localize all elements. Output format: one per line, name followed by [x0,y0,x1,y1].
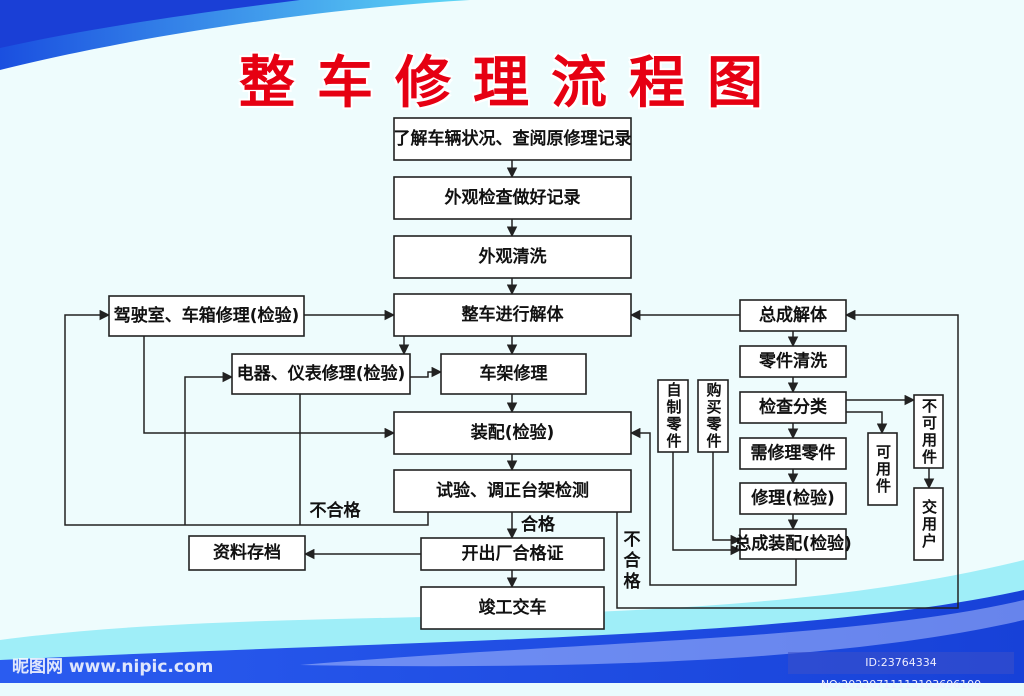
pass-label: 合格 [521,514,556,535]
connector-arrow [846,411,888,435]
node-label: 整车进行解体 [462,304,565,325]
node-v2-frame [697,379,729,453]
node-label: 外观清洗 [479,246,547,267]
node-v5: 交用户 [914,488,943,560]
node-v2: 购买零件 [698,380,728,452]
self-made-parts-label: 自制零件 [664,382,683,450]
node-n7-frame: 车架修理 [440,353,587,395]
node-box [393,117,632,161]
node-box [231,353,411,395]
node-label: 电器、仪表修理(检验) [237,363,406,384]
fail-label-right: 不合格 [624,530,642,592]
node-v5-frame [913,487,944,561]
node-box [739,528,847,560]
node-label: 装配(检验) [470,422,555,443]
node-n3-frame: 外观清洗 [393,235,632,279]
node-box [420,537,605,571]
node-r1-frame: 总成解体 [739,299,847,332]
node-v3-frame [867,432,898,506]
node-n2-frame: 外观检查做好记录 [393,176,632,220]
node-n9-frame: 试验、调正台架检测 [393,469,632,513]
node-label: 外观检查做好记录 [445,187,581,208]
node-label: 驾驶室、车箱修理(检验) [114,305,300,326]
node-box [657,379,689,453]
node-r5-frame: 修理(检验) [739,482,847,515]
node-box [739,299,847,332]
node-n12-frame: 竣工交车 [420,586,605,630]
node-label: 总成解体 [759,305,828,326]
node-box [393,176,632,220]
connector-arrow [712,452,742,546]
connector-arrow [64,309,429,526]
connector-arrow [143,336,396,439]
node-label: 零件清洗 [758,351,827,372]
node-box [420,586,605,630]
node-n5-frame: 驾驶室、车箱修理(检验) [108,295,305,337]
connector-arrow [616,309,959,609]
page-title: 整车修理流程图 [239,51,785,116]
node-label: 检查分类 [759,397,828,418]
node-box [393,469,632,513]
node-box [393,411,632,455]
node-n6-frame: 电器、仪表修理(检验) [231,353,411,395]
hand-to-user-label: 交用户 [920,498,938,550]
node-box [440,353,587,395]
node-v4-frame [913,394,944,469]
node-box [188,535,306,571]
node-box [739,391,847,424]
unusable-parts-label: 不可用件 [920,397,938,466]
connector-arrow [629,427,797,586]
node-label: 修理(检验) [750,488,835,509]
node-label: 资料存档 [213,542,281,563]
node-box [913,394,944,469]
node-n8-frame: 装配(检验) [393,411,632,455]
node-label: 车架修理 [480,363,548,384]
node-label: 竣工交车 [479,597,547,618]
usable-parts-label: 可用件 [874,443,892,495]
node-v3: 可用件 [868,433,897,505]
node-v1: 自制零件 [658,380,688,452]
node-box [393,235,632,279]
node-n4-frame: 整车进行解体 [393,293,632,337]
node-box [867,432,898,506]
node-label: 开出厂合格证 [462,543,564,564]
node-n11-frame: 资料存档 [188,535,306,571]
node-box [393,293,632,337]
node-box [913,487,944,561]
purchased-parts-label: 购买零件 [704,382,723,450]
node-v1-frame [657,379,689,453]
node-box [697,379,729,453]
node-label: 需修理零件 [751,443,836,464]
node-box [739,437,847,470]
id-tag: ID:23764334 NO:20220711113103696100 [788,652,1014,691]
node-n1-frame: 了解车辆状况、查阅原修理记录 [393,117,632,161]
node-r4-frame: 需修理零件 [739,437,847,470]
node-box [108,295,305,337]
node-label: 总成装配(检验) [734,533,852,554]
fail-label-left: 不合格 [310,500,362,521]
node-label: 了解车辆状况、查阅原修理记录 [394,128,632,149]
connector-arrow [299,366,443,525]
node-r6-frame: 总成装配(检验) [734,528,852,560]
connector-arrow [184,371,234,525]
node-box [739,482,847,515]
node-n10-frame: 开出厂合格证 [420,537,605,571]
node-r2-frame: 零件清洗 [739,345,847,378]
node-v4: 不可用件 [914,395,943,468]
node-label: 试验、调正台架检测 [436,480,589,501]
node-r3-frame: 检查分类 [739,391,847,424]
connector-arrow [672,452,742,556]
node-box [739,345,847,378]
watermark: 昵图网 www.nipic.com [12,657,214,677]
